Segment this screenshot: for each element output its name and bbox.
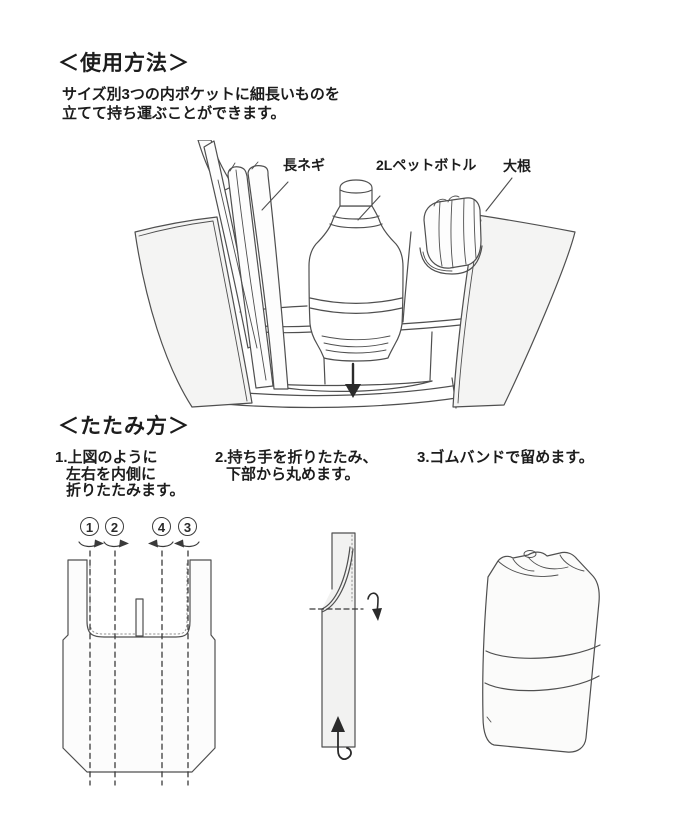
flat-bag-outline <box>62 559 216 773</box>
rolled-bag-illustration <box>482 550 600 753</box>
step-line: 折りたたみます。 <box>66 482 185 499</box>
daikon-illustration <box>419 195 483 275</box>
left-handle <box>134 216 253 408</box>
fold-order-circle-3: 3 <box>178 517 197 536</box>
item-label-negi: 長ネギ <box>283 157 325 173</box>
rubber-band-lines <box>484 644 601 692</box>
step-text: 上図のように <box>67 449 158 466</box>
step-line: 左右を内側に <box>66 465 157 483</box>
folding-step-3: 3.ゴムバンドで留めます。 <box>417 449 594 467</box>
usage-description: サイズ別3つの内ポケットに細長いものを 立てて持ち運ぶことができます。 <box>62 85 340 123</box>
insert-down-arrow-icon <box>345 362 361 398</box>
step-line: 下部から丸めます。 <box>226 465 360 483</box>
roll-up-arrow-icon <box>331 716 352 761</box>
folding-step-2: 2.持ち手を折りたたみ、 下部から丸めます。 <box>215 449 378 483</box>
folded-strip-illustration <box>321 532 356 748</box>
usage-description-line2: 立てて持ち運ぶことができます。 <box>62 105 286 122</box>
pet-bottle-illustration <box>308 179 404 362</box>
fold-diagram-flat-bag <box>62 539 216 786</box>
step-number: 3. <box>417 449 430 466</box>
folding-step-1: 1.上図のように 左右を内側に 折りたたみます。 <box>55 449 185 500</box>
bag-tab <box>135 598 144 637</box>
item-label-pet-bottle: 2Lペットボトル <box>376 157 477 173</box>
fold-order-circle-2: 2 <box>105 517 124 536</box>
folding-heading: ＜たたみ方＞ <box>58 415 190 438</box>
usage-description-line1: サイズ別3つの内ポケットに細長いものを <box>62 86 340 103</box>
label-leader-lines <box>261 177 513 221</box>
fold-order-circle-4: 4 <box>152 517 171 536</box>
step-number: 1. <box>55 449 68 466</box>
step-number: 2. <box>215 449 228 466</box>
fold-diagram-rolled-bag <box>482 550 601 753</box>
fold-diagram-strip <box>309 532 382 761</box>
step-line: 2.持ち手を折りたたみ、 <box>215 449 378 467</box>
fold-line-dashes <box>89 550 189 786</box>
fold-order-circle-1: 1 <box>80 517 99 536</box>
step-text: ゴムバンドで留めます。 <box>429 449 594 466</box>
step-text: 持ち手を折りたたみ、 <box>227 449 378 466</box>
handle-fold-down-arrow-icon <box>367 592 382 621</box>
step-line: 1.上図のように <box>55 449 185 467</box>
negi-illustration <box>203 140 289 390</box>
fold-direction-arrows <box>78 539 200 548</box>
item-label-daikon: 大根 <box>503 158 531 174</box>
usage-heading: ＜使用方法＞ <box>58 52 190 75</box>
step-line: 3.ゴムバンドで留めます。 <box>417 449 594 467</box>
usage-bag-illustration <box>134 140 576 409</box>
